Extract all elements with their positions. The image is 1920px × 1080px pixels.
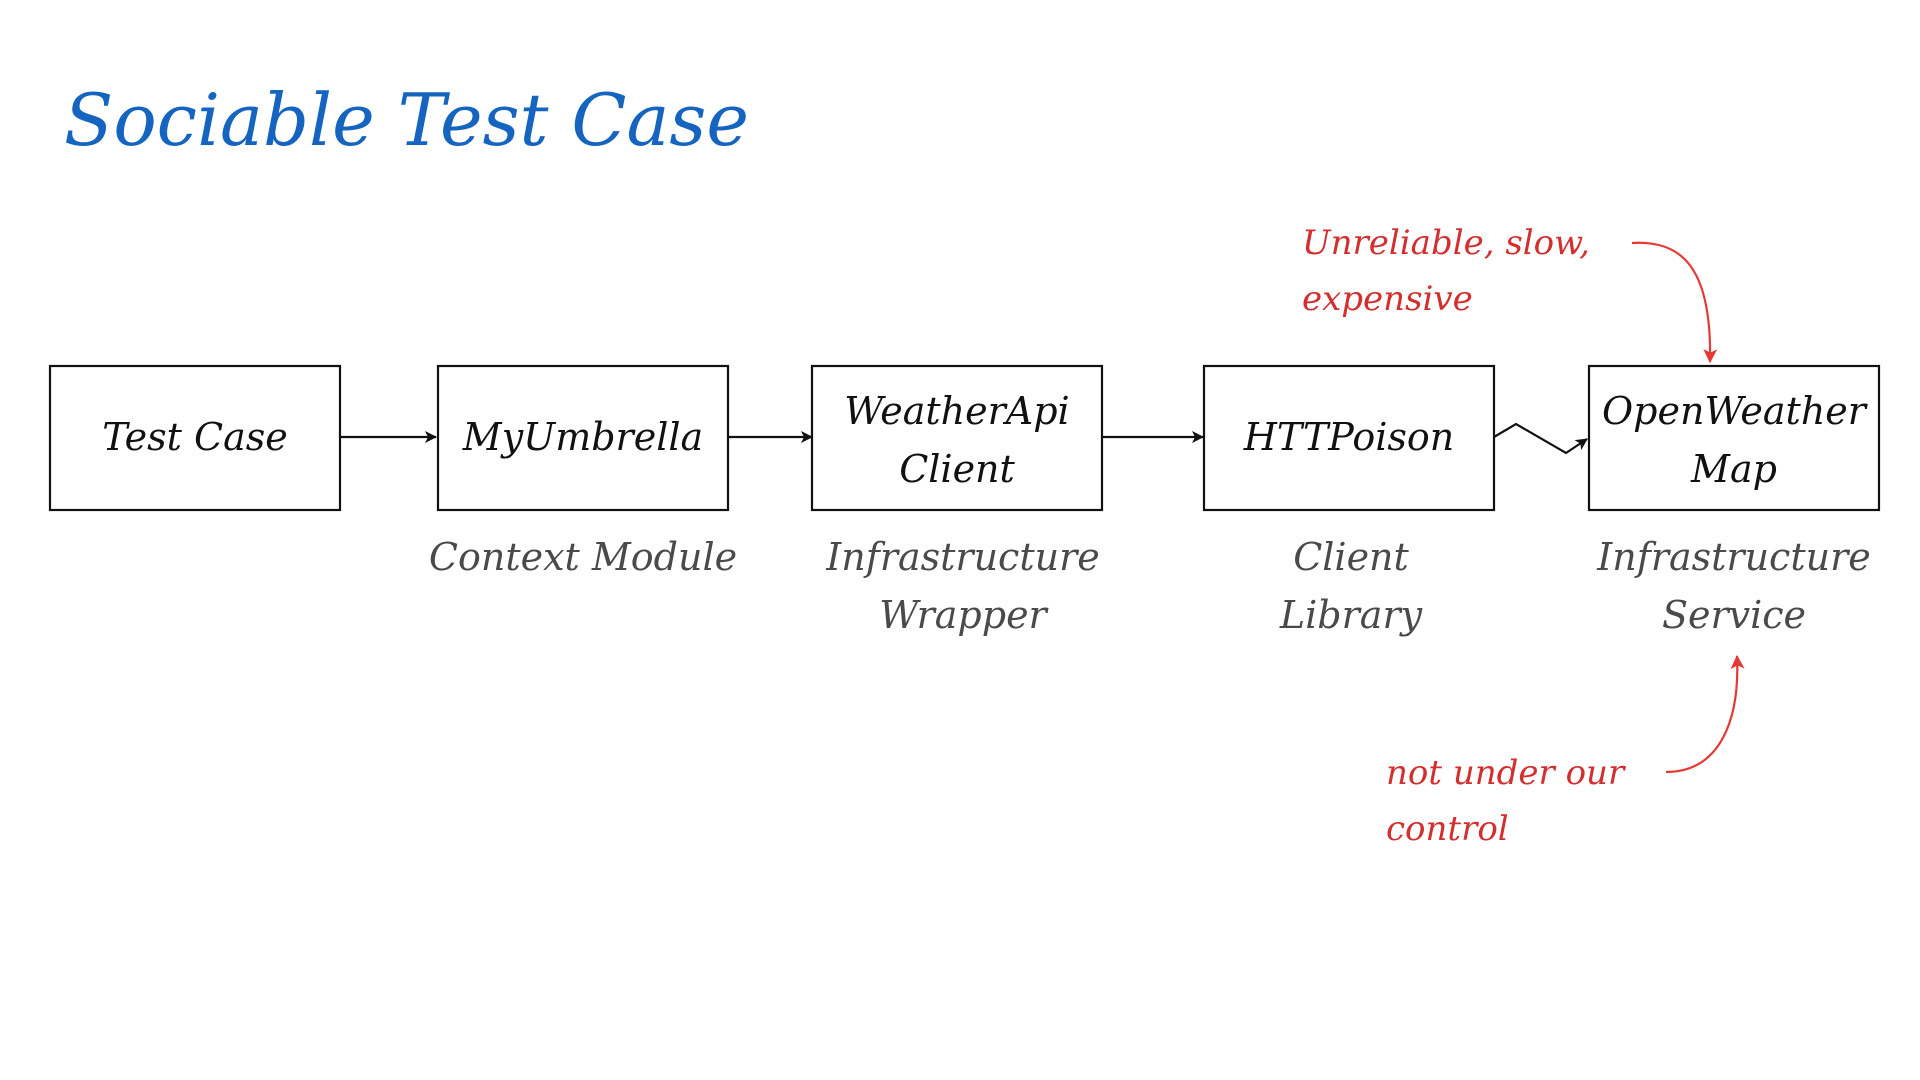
node-box (436, 364, 730, 512)
node-box (48, 364, 342, 512)
annotation-bottom: not under our control (1386, 654, 1745, 849)
annotation-top-line-1: Unreliable, slow, (1302, 223, 1590, 263)
node-open-weather-map: OpenWeather Map Infrastructure Service (1587, 364, 1881, 637)
node-label-line-1: OpenWeather (1602, 389, 1869, 433)
node-caption-line-1: Client (1293, 535, 1409, 579)
node-my-umbrella: MyUmbrella Context Module (429, 364, 737, 579)
node-caption: Context Module (429, 535, 737, 579)
edge-httpoison-to-open-weather-map (1493, 422, 1588, 455)
node-label-line-2: Map (1690, 447, 1777, 491)
node-label: MyUmbrella (462, 415, 703, 459)
edges (340, 422, 1588, 455)
node-caption-line-2: Wrapper (879, 593, 1049, 637)
annotation-bottom-line-1: not under our (1386, 753, 1626, 793)
node-httpoison: HTTPoison Client Library (1202, 364, 1496, 637)
node-caption-line-2: Service (1662, 593, 1806, 637)
node-box (1587, 364, 1881, 512)
annotation-top: Unreliable, slow, expensive (1302, 223, 1718, 364)
node-label: Test Case (102, 415, 287, 459)
annotation-top-line-2: expensive (1302, 279, 1473, 319)
node-caption-line-2: Library (1279, 593, 1423, 637)
node-label-line-1: WeatherApi (844, 389, 1069, 433)
page-title: Sociable Test Case (64, 78, 749, 162)
node-label-line-2: Client (899, 447, 1015, 491)
node-test-case: Test Case (48, 364, 342, 512)
node-weather-api-client: WeatherApi Client Infrastructure Wrapper (810, 364, 1104, 637)
node-box (810, 364, 1104, 512)
node-label: HTTPoison (1243, 415, 1454, 459)
annotation-bottom-arrow (1665, 654, 1745, 774)
node-caption-line-1: Infrastructure (1596, 535, 1870, 579)
annotation-top-arrow (1631, 241, 1718, 364)
node-box (1202, 364, 1496, 512)
annotation-bottom-line-2: control (1386, 809, 1509, 849)
node-caption-line-1: Infrastructure (825, 535, 1099, 579)
